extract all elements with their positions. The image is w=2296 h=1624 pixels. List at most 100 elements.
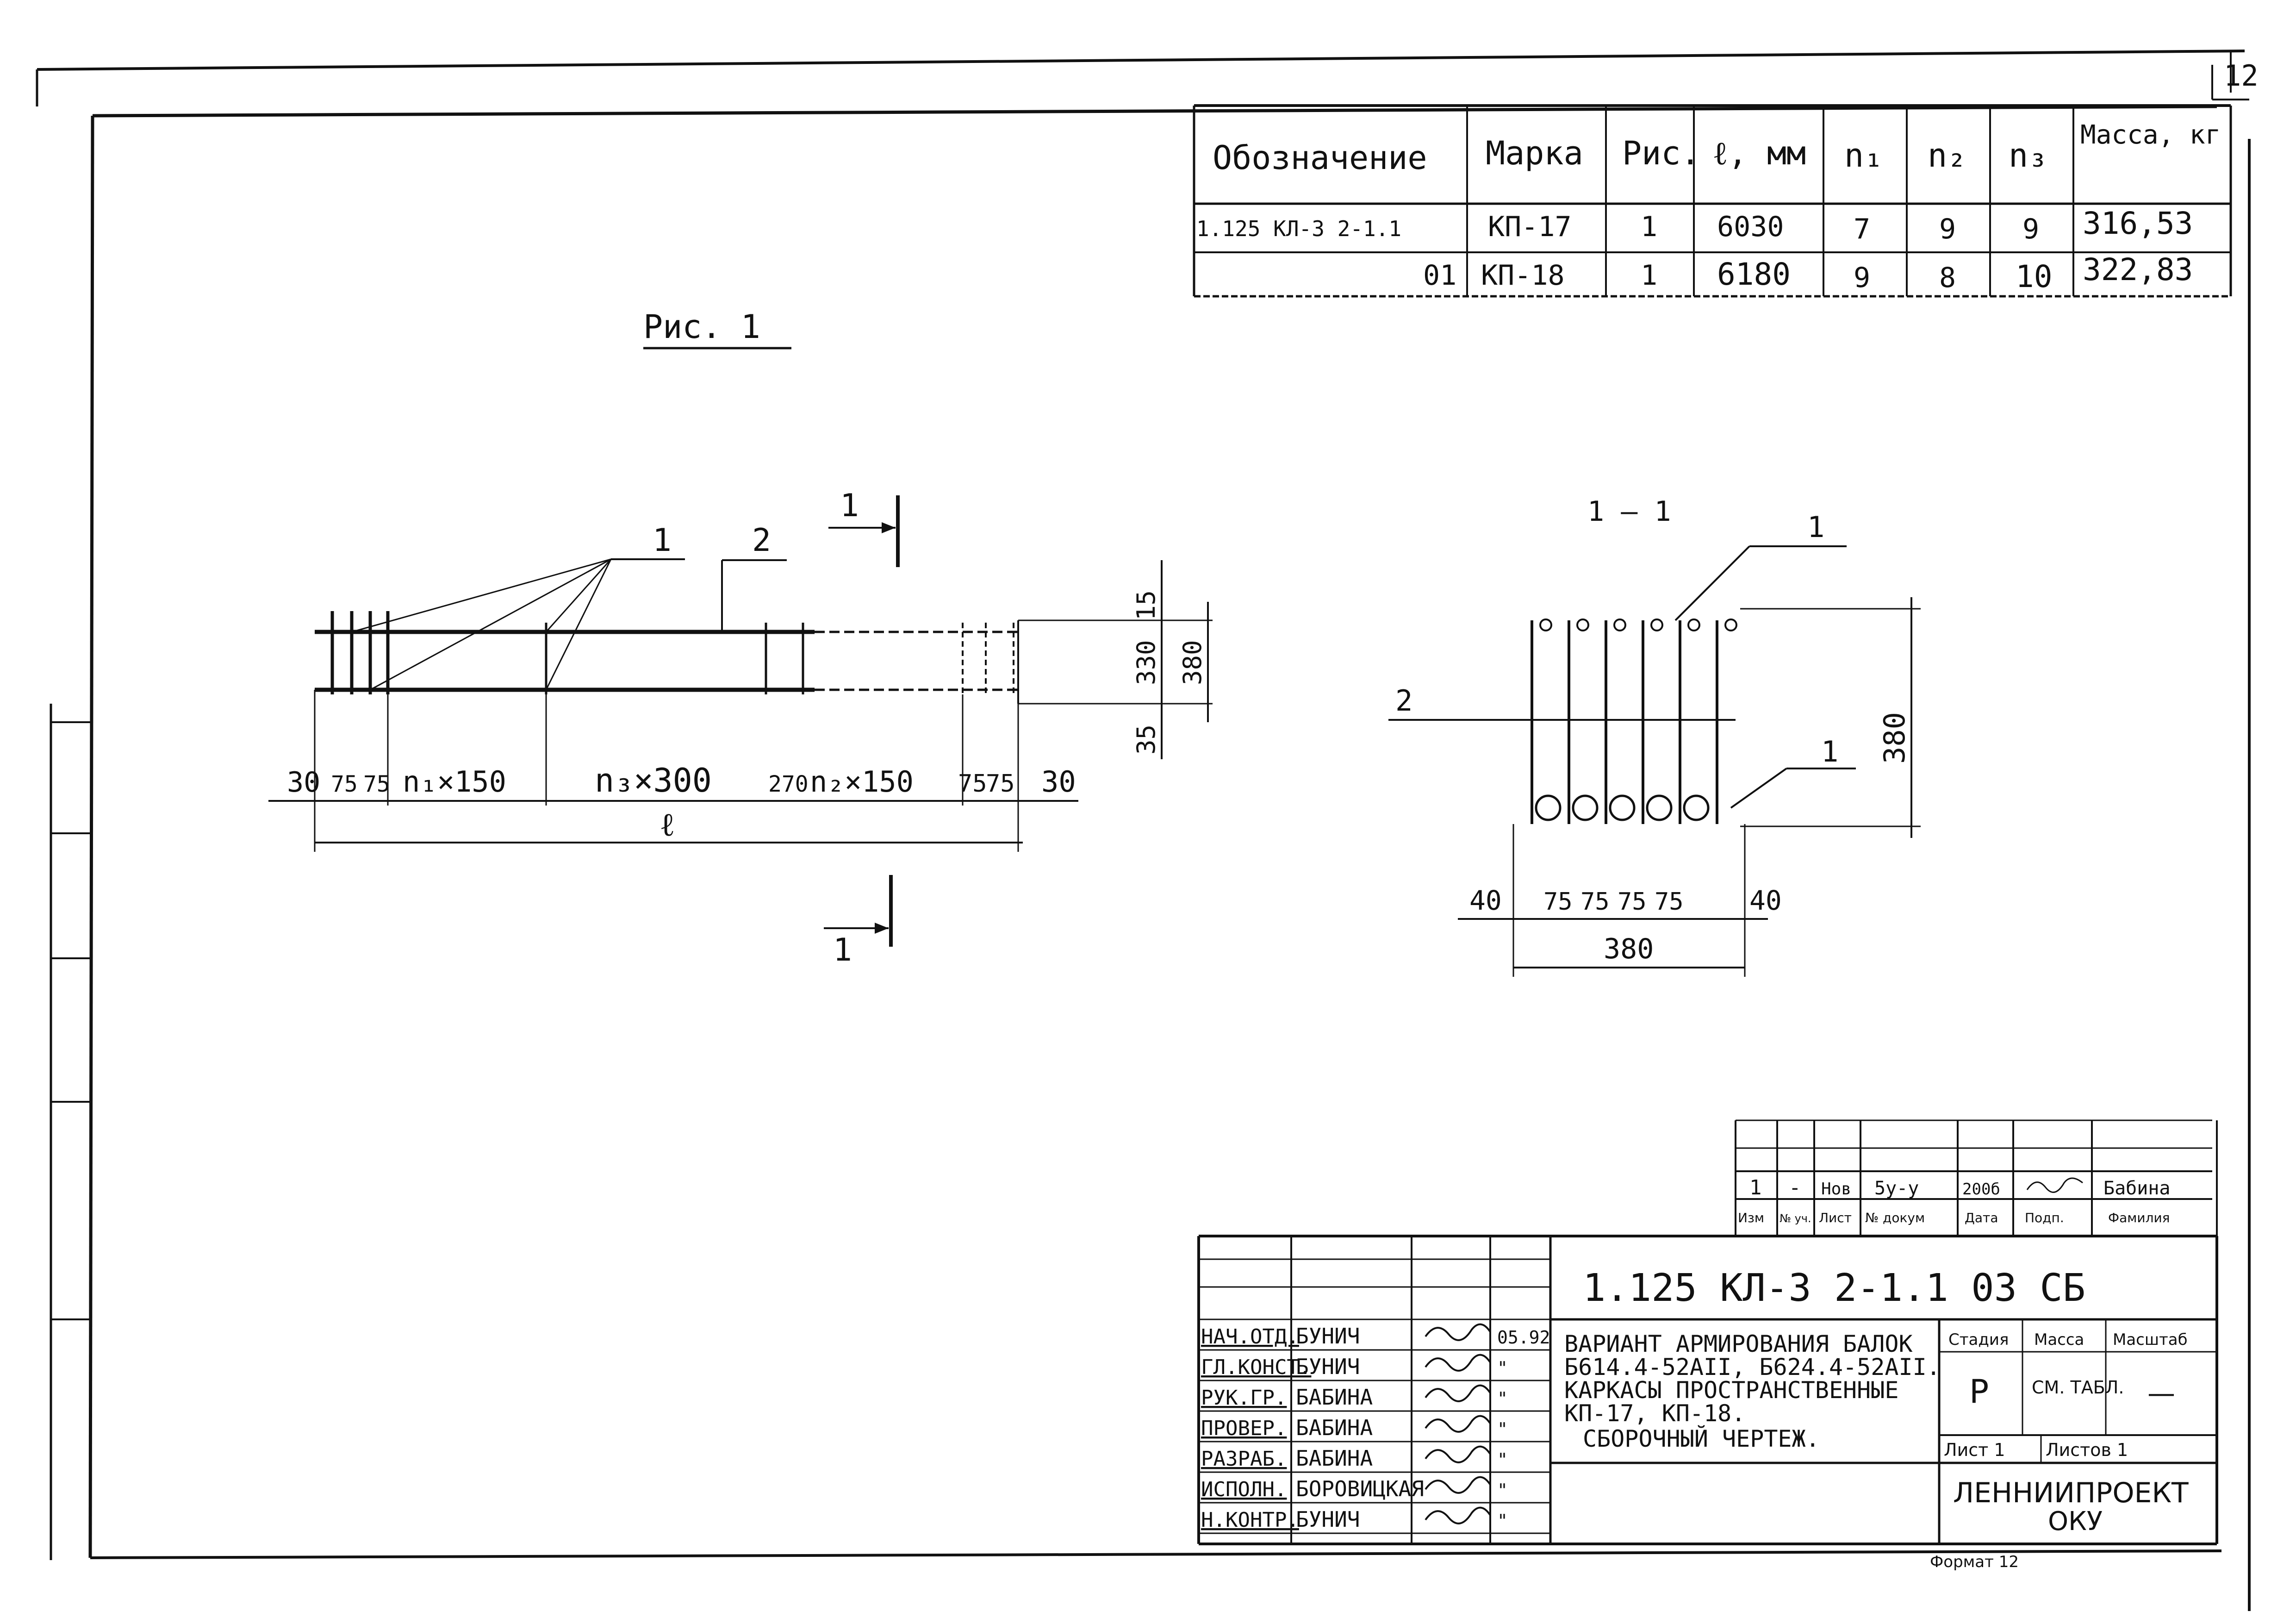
revision-table xyxy=(1735,1119,2218,1237)
title-block-code: 1.125 КЛ-3 2-1.1 03 СБ xyxy=(1583,1266,2085,1310)
spec-header-fig: Рис. xyxy=(1622,134,1700,172)
spec-table xyxy=(1193,104,2232,298)
rev-doc: 5у-у xyxy=(1874,1178,1919,1199)
elev-dim-15: 15 xyxy=(1132,590,1161,620)
signature-name: БУНИЧ xyxy=(1296,1354,1360,1379)
elev-dim-30-left: 30 xyxy=(287,766,320,799)
signature-date: " xyxy=(1497,1388,1508,1409)
elevation-view xyxy=(268,495,1213,947)
title-block xyxy=(1197,1235,2218,1545)
spec-header-mark: Марка xyxy=(1486,134,1583,172)
signature-role: РУК.ГР. xyxy=(1201,1386,1287,1410)
signature-date: " xyxy=(1497,1358,1508,1378)
rev-header-date: Дата xyxy=(1965,1210,1998,1225)
section-dim-75d: 75 xyxy=(1655,888,1684,916)
rev-change: 1 xyxy=(1749,1176,1762,1199)
spec-cell-r2-n3: 10 xyxy=(2016,259,2052,294)
sheet-frame xyxy=(36,50,2251,1611)
signature-name: БАБИНА xyxy=(1296,1385,1373,1410)
signature-mark xyxy=(1425,1415,1491,1433)
signature-role: РАЗРАБ. xyxy=(1201,1447,1287,1471)
scale-label: Масштаб xyxy=(2113,1330,2188,1349)
spec-cell-r2-n2: 8 xyxy=(1939,262,1956,294)
spec-cell-r1-n3: 9 xyxy=(2022,213,2039,245)
elev-dim-n1: n₁×150 xyxy=(403,765,506,799)
spec-cell-r2-designation: 01 xyxy=(1423,259,1456,292)
mass-value: СМ. ТАБЛ. xyxy=(2032,1377,2124,1398)
organization-sub: ОКУ xyxy=(2048,1506,2103,1537)
organization-name: ЛЕННИИПРОЕКТ xyxy=(1953,1477,2189,1509)
rev-surname: Бабина xyxy=(2103,1178,2171,1199)
rev-date: 200б xyxy=(1962,1180,2000,1199)
elevation-leader-2-label: 2 xyxy=(752,522,771,559)
elev-dim-n2: n₂×150 xyxy=(810,765,914,799)
stage-label: Стадия xyxy=(1948,1330,2009,1349)
desc-line-2: Б614.4-52АII, Б624.4-52АII. xyxy=(1564,1354,1941,1380)
elev-dim-270: 270 xyxy=(768,771,809,797)
signature-role: ИСПОЛН. xyxy=(1201,1478,1287,1501)
section-dim-75b: 75 xyxy=(1580,888,1610,916)
section-leader-2: 2 xyxy=(1395,684,1412,718)
elevation-leader-1-label: 1 xyxy=(653,522,672,559)
spec-cell-r2-n1: 9 xyxy=(1854,262,1870,294)
signature-name: БАБИНА xyxy=(1296,1446,1373,1471)
spec-cell-r2-mark: КП-18 xyxy=(1481,259,1565,292)
rev-header-surname: Фамилия xyxy=(2108,1210,2170,1225)
elev-dim-75d: 75 xyxy=(986,770,1015,798)
section-dim-75c: 75 xyxy=(1618,888,1647,916)
section-dim-75a: 75 xyxy=(1543,888,1573,916)
elevation-right-dims: 15 330 380 35 xyxy=(1132,590,1207,755)
desc-line-1: ВАРИАНТ АРМИРОВАНИЯ БАЛОК xyxy=(1564,1330,1913,1357)
signature-mark xyxy=(1425,1506,1491,1524)
section-view xyxy=(1388,545,1921,977)
spec-header-length: ℓ, мм xyxy=(1712,134,1806,172)
signature-date: " xyxy=(1497,1511,1508,1531)
spec-cell-r1-mark: КП-17 xyxy=(1488,211,1572,243)
elev-dim-n3: n₃×300 xyxy=(595,762,712,800)
signature-role: Н.КОНТР. xyxy=(1201,1508,1299,1532)
spec-cell-r1-mass: 316,53 xyxy=(2083,206,2193,241)
elev-dim-75c: 75 xyxy=(958,770,987,798)
signature-mark xyxy=(1425,1384,1491,1402)
spec-header-n2: n₂ xyxy=(1928,137,1966,175)
sheet-label: Лист 1 xyxy=(1944,1440,2005,1460)
spec-cell-r2-length: 6180 xyxy=(1717,256,1791,292)
rev-header-doc: № докум xyxy=(1865,1210,1925,1225)
spec-cell-r1-fig: 1 xyxy=(1641,211,1657,243)
spec-cell-r1-length: 6030 xyxy=(1717,211,1784,243)
signature-name: БУНИЧ xyxy=(1296,1507,1360,1532)
scale-value: — xyxy=(2147,1377,2175,1410)
mass-label: Масса xyxy=(2034,1330,2084,1349)
sheet-number: 12 xyxy=(2224,59,2259,93)
signature-mark xyxy=(1425,1476,1491,1494)
signature-name: БОРОВИЦКАЯ xyxy=(1296,1476,1424,1501)
desc-line-5: СБОРОЧНЫЙ ЧЕРТЕЖ. xyxy=(1583,1425,1820,1452)
rev-zone: - xyxy=(1789,1176,1801,1199)
spec-header-mass: Масса, кг xyxy=(2080,120,2221,150)
signature-mark xyxy=(1425,1445,1491,1463)
desc-line-4: КП-17, КП-18. xyxy=(1564,1400,1745,1427)
format-label: Формат 12 xyxy=(1930,1553,2019,1571)
rev-header-sheet: Лист xyxy=(1819,1210,1852,1225)
signature-mark xyxy=(1425,1354,1491,1372)
spec-header-designation: Обозначение xyxy=(1213,139,1427,177)
section-width-total: 380 xyxy=(1604,933,1654,965)
stage-value: Р xyxy=(1969,1373,1989,1411)
section-leader-1-top: 1 xyxy=(1807,510,1824,544)
spec-cell-r1-n2: 9 xyxy=(1939,213,1956,245)
signature-role: ПРОВЕР. xyxy=(1201,1417,1287,1440)
signature-date: " xyxy=(1497,1419,1508,1439)
signature-date: 05.92 xyxy=(1497,1327,1550,1348)
section-dim-40-right: 40 xyxy=(1749,885,1782,916)
elev-dim-75a: 75 xyxy=(331,771,358,797)
rev-signature-mark xyxy=(2026,1177,2083,1193)
rev-sheet: Нов xyxy=(1821,1180,1851,1199)
spec-cell-r1-n1: 7 xyxy=(1854,213,1870,245)
rev-header-change: Изм xyxy=(1738,1210,1764,1225)
rev-header-sign: Подп. xyxy=(2025,1210,2064,1225)
desc-line-3: КАРКАСЫ ПРОСТРАНСТВЕННЫЕ xyxy=(1564,1377,1898,1404)
elev-dim-30-right: 30 xyxy=(1041,765,1076,799)
